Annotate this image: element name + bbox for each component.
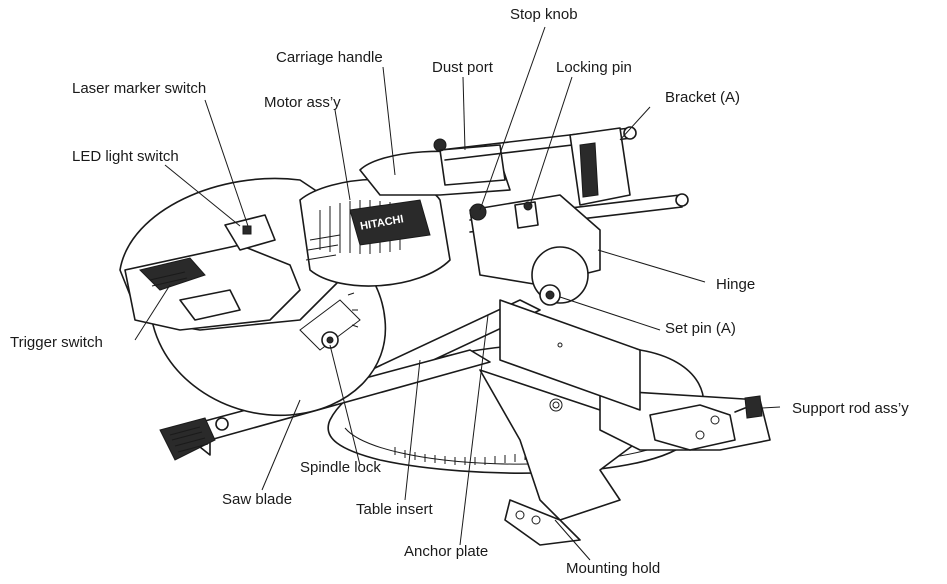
saw-head bbox=[119, 126, 689, 331]
label-spindle-lock: Spindle lock bbox=[300, 459, 381, 476]
label-hinge: Hinge bbox=[716, 276, 756, 293]
label-motor-assy: Motor ass’y bbox=[264, 94, 341, 111]
label-set-pin-a: Set pin (A) bbox=[665, 320, 736, 337]
label-mounting-hold: Mounting hold bbox=[566, 560, 661, 577]
label-led-light-switch: LED light switch bbox=[72, 148, 179, 165]
label-trigger-switch: Trigger switch bbox=[10, 334, 103, 351]
label-saw-blade: Saw blade bbox=[222, 491, 293, 508]
label-table-insert: Table insert bbox=[356, 501, 433, 518]
label-bracket-a: Bracket (A) bbox=[665, 89, 741, 106]
label-dust-port: Dust port bbox=[432, 59, 493, 76]
label-stop-knob: Stop knob bbox=[510, 6, 578, 23]
label-support-rod-assy: Support rod ass’y bbox=[792, 400, 909, 417]
label-anchor-plate: Anchor plate bbox=[404, 543, 489, 560]
leader-lines bbox=[134, 26, 781, 561]
label-locking-pin: Locking pin bbox=[556, 59, 632, 76]
label-laser-marker-switch: Laser marker switch bbox=[72, 80, 207, 97]
label-carriage-handle: Carriage handle bbox=[276, 49, 383, 66]
